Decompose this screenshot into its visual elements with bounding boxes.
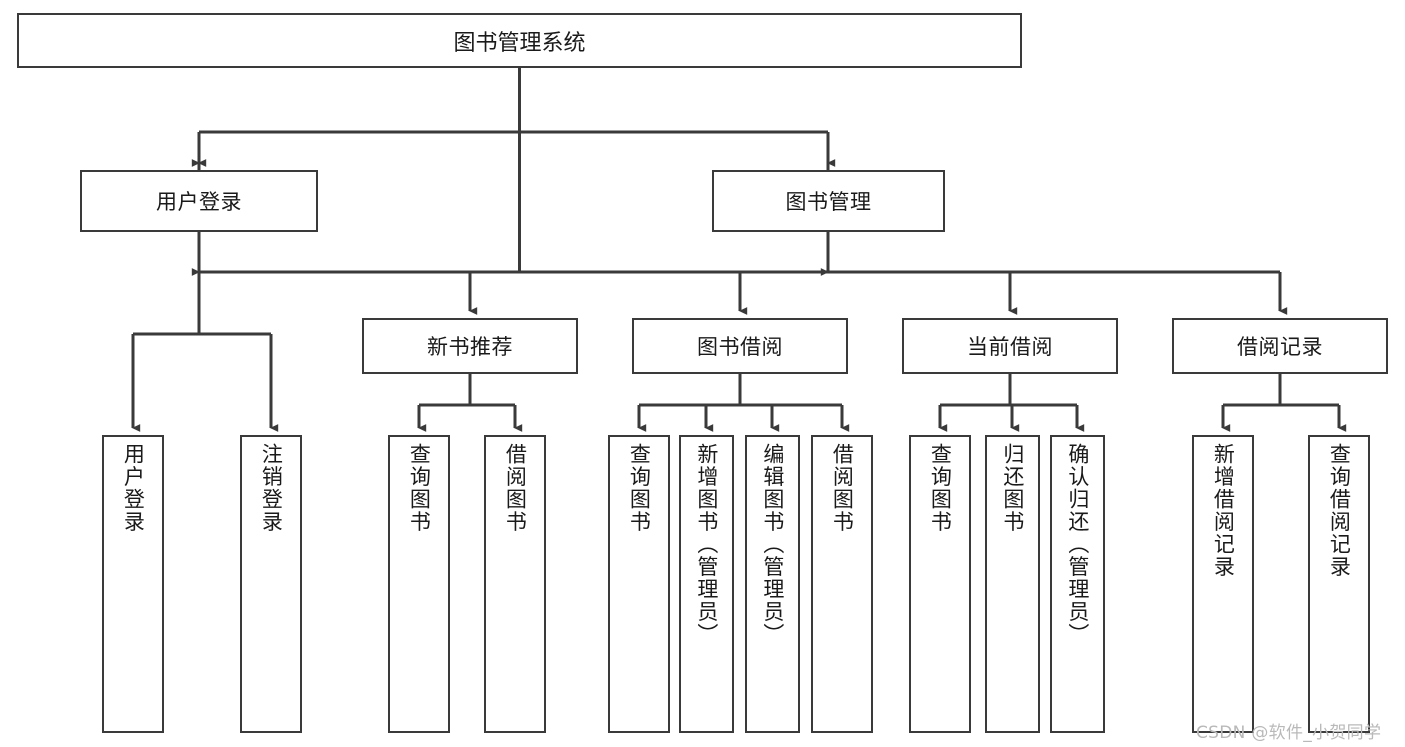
node-leaf-confirm-return[interactable]: 确认归还（管理员） — [1050, 435, 1105, 733]
node-leaf-user-login[interactable]: 用户登录 — [102, 435, 164, 733]
node-leaf-user-login-label: 用户登录 — [121, 443, 146, 533]
node-leaf-add-book-label: 新增图书（管理员） — [694, 443, 719, 646]
node-root[interactable]: 图书管理系统 — [17, 13, 1022, 68]
node-leaf-query-book-1[interactable]: 查询图书 — [388, 435, 450, 733]
node-leaf-edit-book-label: 编辑图书（管理员） — [760, 443, 785, 646]
node-leaf-query-book-2[interactable]: 查询图书 — [608, 435, 670, 733]
node-book-borrow-label: 图书借阅 — [697, 335, 783, 359]
node-leaf-borrow-book-2[interactable]: 借阅图书 — [811, 435, 873, 733]
node-new-book-rec-label: 新书推荐 — [427, 335, 513, 359]
node-leaf-user-logout[interactable]: 注销登录 — [240, 435, 302, 733]
node-leaf-query-book-3[interactable]: 查询图书 — [909, 435, 971, 733]
node-leaf-query-book-1-label: 查询图书 — [407, 443, 432, 533]
node-leaf-borrow-book-1-label: 借阅图书 — [503, 443, 528, 533]
node-root-label: 图书管理系统 — [453, 30, 586, 56]
node-leaf-confirm-return-label: 确认归还（管理员） — [1065, 443, 1090, 646]
node-book-manage-label: 图书管理 — [785, 190, 872, 214]
csdn-watermark: CSDN @软件_小贺同学 — [1196, 723, 1382, 743]
node-leaf-return-book-label: 归还图书 — [1000, 443, 1025, 533]
node-current-borrow-label: 当前借阅 — [967, 335, 1053, 359]
node-new-book-rec[interactable]: 新书推荐 — [362, 318, 578, 374]
node-leaf-add-record-label: 新增借阅记录 — [1211, 443, 1236, 578]
node-leaf-borrow-book-2-label: 借阅图书 — [830, 443, 855, 533]
node-leaf-edit-book[interactable]: 编辑图书（管理员） — [745, 435, 800, 733]
node-book-borrow[interactable]: 图书借阅 — [632, 318, 848, 374]
node-leaf-query-record-label: 查询借阅记录 — [1327, 443, 1352, 578]
node-user-login[interactable]: 用户登录 — [80, 170, 318, 232]
node-leaf-add-book[interactable]: 新增图书（管理员） — [679, 435, 734, 733]
node-borrow-record-label: 借阅记录 — [1237, 335, 1323, 359]
node-leaf-return-book[interactable]: 归还图书 — [985, 435, 1040, 733]
node-book-manage[interactable]: 图书管理 — [712, 170, 945, 232]
node-leaf-user-logout-label: 注销登录 — [259, 443, 284, 533]
node-leaf-query-book-3-label: 查询图书 — [928, 443, 953, 533]
node-user-login-label: 用户登录 — [156, 190, 242, 214]
node-borrow-record[interactable]: 借阅记录 — [1172, 318, 1388, 374]
node-leaf-add-record[interactable]: 新增借阅记录 — [1192, 435, 1254, 733]
node-leaf-borrow-book-1[interactable]: 借阅图书 — [484, 435, 546, 733]
node-leaf-query-book-2-label: 查询图书 — [627, 443, 652, 533]
node-current-borrow[interactable]: 当前借阅 — [902, 318, 1118, 374]
node-leaf-query-record[interactable]: 查询借阅记录 — [1308, 435, 1370, 733]
